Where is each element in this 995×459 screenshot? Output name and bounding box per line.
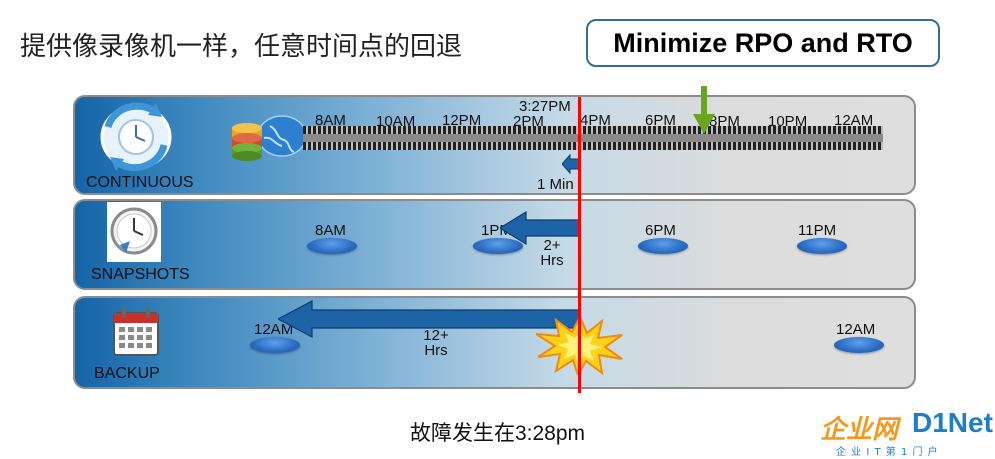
- snapshot-gap-unit: Hrs: [540, 252, 564, 269]
- backup-disk-end: [834, 337, 884, 353]
- backup-disk-start: [250, 337, 300, 353]
- page-title: 提供像录像机一样，任意时间点的回退: [20, 32, 463, 62]
- continuous-tick-2pm: 2PM: [513, 113, 544, 130]
- snapshots-label: SNAPSHOTS: [91, 266, 190, 283]
- snapshot-disk-11pm: [797, 238, 847, 254]
- backup-point-start: 12AM: [254, 321, 294, 338]
- current-time-label: 3:27PM: [519, 98, 571, 115]
- database-globe-icon: [232, 115, 307, 161]
- continuous-tick-10pm: 10PM: [768, 113, 808, 130]
- logo-brand-en: D1Net: [912, 407, 993, 438]
- continuous-label: CONTINUOUS: [86, 174, 194, 191]
- snapshot-disk-8am: [307, 238, 357, 254]
- continuous-clock-icon: [100, 102, 172, 172]
- snapshot-point-11pm: 11PM: [798, 222, 837, 239]
- continuous-tick-10am: 10AM: [376, 113, 416, 130]
- continuous-tick-12pm: 12PM: [442, 112, 482, 129]
- calendar-icon: [113, 308, 159, 356]
- continuous-tick-6pm: 6PM: [645, 112, 676, 129]
- continuous-tick-8pm: 8PM: [709, 113, 740, 130]
- logo-brand-cn: 企业网: [820, 415, 899, 445]
- d1net-logo: 企业网 D1Net 企 业 I T 第 1 门 户: [818, 407, 993, 458]
- headline-box: Minimize RPO and RTO: [586, 19, 940, 67]
- headline-text: Minimize RPO and RTO: [613, 27, 913, 58]
- continuous-timeline-bar: [303, 126, 883, 150]
- backup-gap-value: 12+: [423, 327, 449, 344]
- snapshot-point-6pm: 6PM: [645, 222, 676, 239]
- continuous-tick-4pm: 4PM: [580, 112, 611, 129]
- continuous-tick-12am: 12AM: [834, 112, 874, 129]
- one-minute-gap-arrow-icon: [562, 153, 580, 175]
- logo-tagline: 企 业 I T 第 1 门 户: [836, 447, 939, 458]
- snapshot-disk-6pm: [638, 238, 688, 254]
- continuous-tick-8am: 8AM: [315, 112, 346, 129]
- backup-point-end: 12AM: [836, 321, 876, 338]
- continuous-gap-label: 1 Min: [537, 176, 574, 193]
- snapshot-clock-icon: [107, 202, 161, 262]
- current-position-arrow-icon: [693, 86, 715, 134]
- failure-caption: 故障发生在3:28pm: [409, 422, 586, 445]
- snapshot-disk-1pm: [473, 238, 523, 254]
- backup-label: BACKUP: [94, 365, 160, 382]
- snapshot-point-8am: 8AM: [315, 222, 346, 239]
- snapshot-gap-value: 2+: [543, 237, 561, 254]
- backup-gap-unit: Hrs: [424, 342, 448, 359]
- failure-time-line: [578, 97, 581, 393]
